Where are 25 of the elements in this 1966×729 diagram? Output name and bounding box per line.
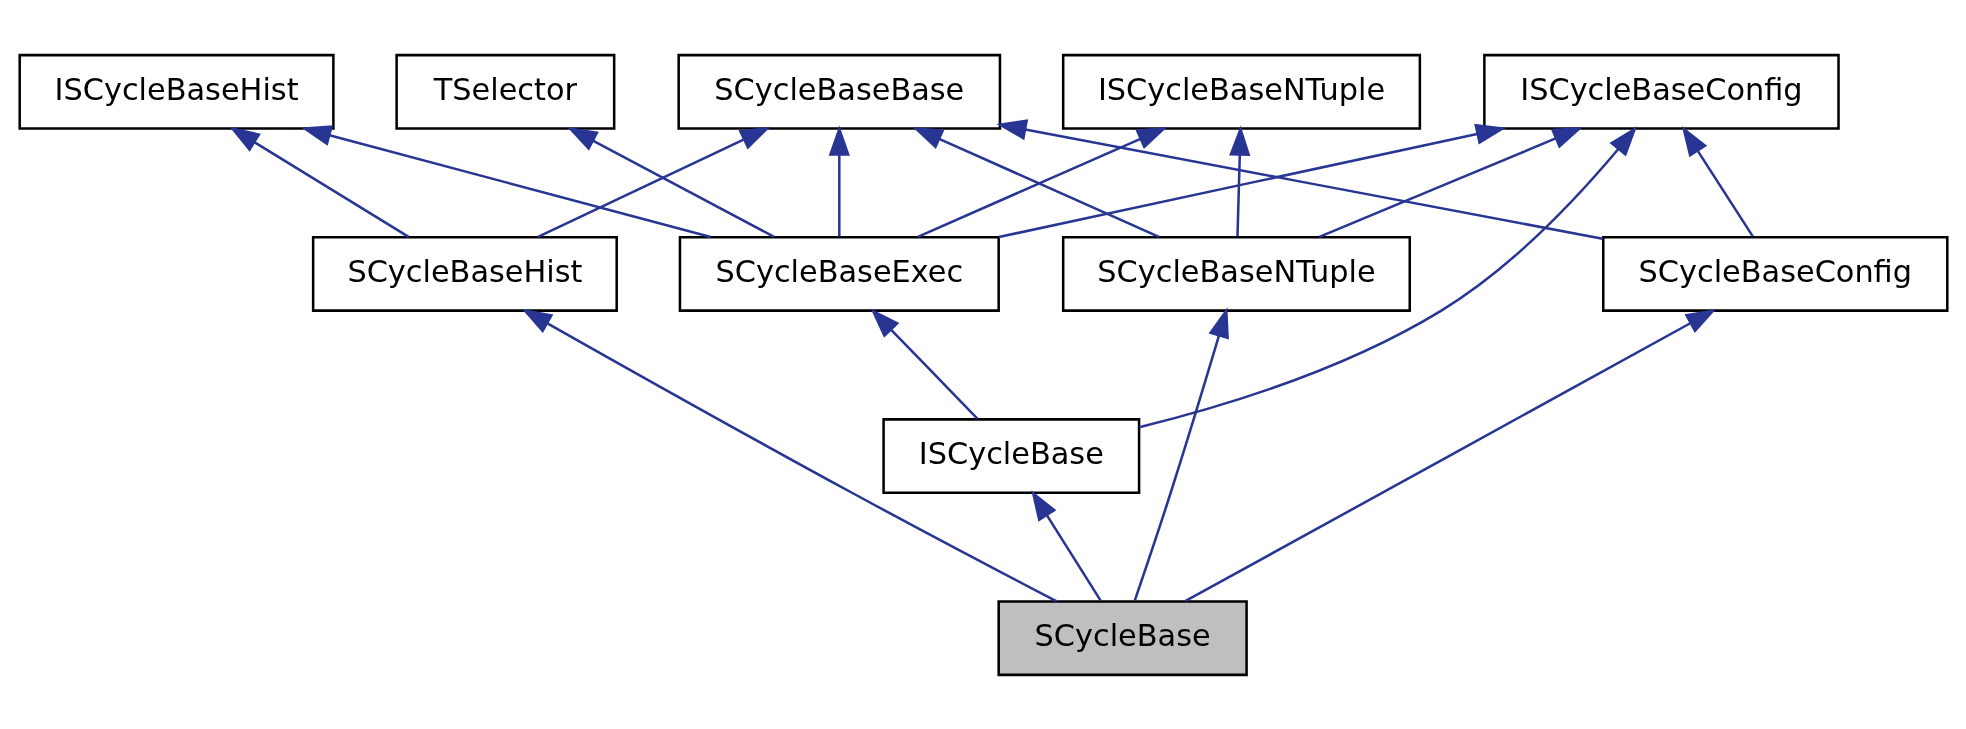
node-box: SCycleBase — [996, 599, 1248, 676]
arrow — [1133, 306, 1229, 601]
arrow — [870, 308, 978, 419]
node-box: SCycleBaseHist — [311, 235, 618, 312]
node-box: ISCycleBase — [881, 417, 1140, 494]
node-box: SCycleBaseBase — [676, 53, 1001, 130]
arrow — [828, 124, 850, 236]
arrow — [1228, 124, 1250, 236]
arrow — [1138, 125, 1637, 428]
arrow — [521, 308, 1057, 603]
arrow — [1030, 489, 1102, 601]
node-box: SCycleBaseExec — [678, 235, 1000, 312]
node-box: SCycleBaseNTuple — [1061, 235, 1411, 312]
arrow — [995, 118, 1603, 240]
arrow — [1318, 126, 1583, 238]
arrow — [300, 124, 711, 238]
node-box: ISCycleBaseNTuple — [1061, 53, 1421, 130]
node-box: TSelector — [394, 53, 615, 130]
node-box: ISCycleBaseConfig — [1482, 53, 1840, 130]
arrow — [1184, 308, 1716, 602]
arrow — [1681, 125, 1754, 237]
arrow — [228, 126, 409, 238]
arrow — [998, 123, 1506, 238]
node-box: SCycleBaseConfig — [1601, 235, 1949, 312]
node-box: ISCycleBaseHist — [17, 53, 335, 130]
